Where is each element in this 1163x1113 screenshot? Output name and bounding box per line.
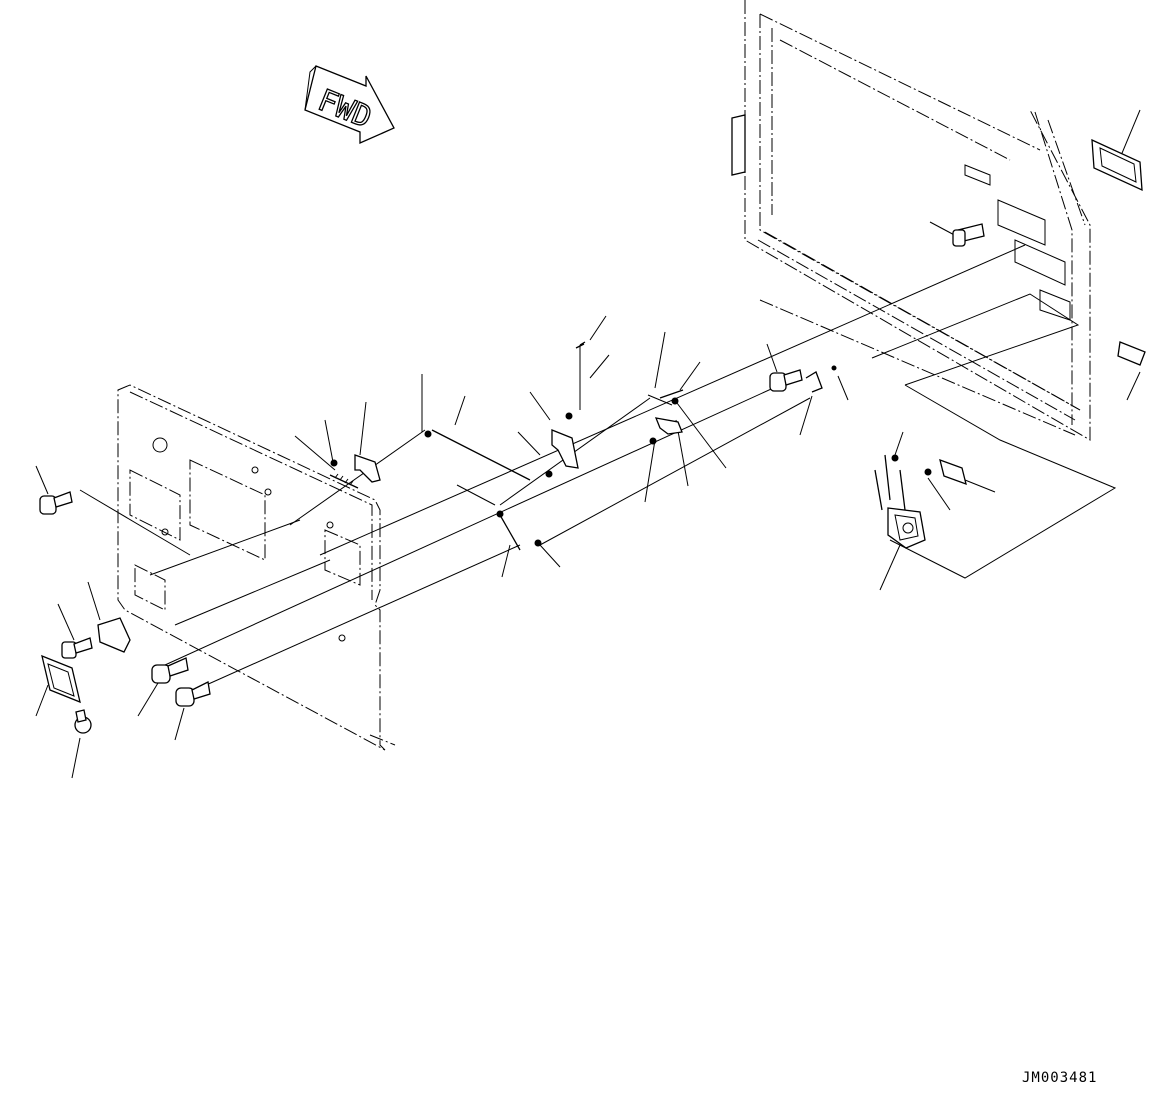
drawing-code: JM003481 bbox=[1022, 1070, 1097, 1086]
lever-plate bbox=[551, 429, 579, 469]
linkage-rods bbox=[79, 244, 1026, 691]
inside-handle bbox=[97, 617, 131, 653]
inner-door-panel bbox=[117, 384, 396, 751]
fwd-label: FWD bbox=[313, 83, 376, 136]
bolt-left-bottom bbox=[175, 681, 211, 707]
striker-bracket bbox=[939, 458, 967, 486]
fwd-arrow: FWD bbox=[304, 65, 395, 144]
bolt-right-lower bbox=[1117, 341, 1146, 366]
glass-outline bbox=[871, 293, 1117, 579]
latch-bracket-left bbox=[354, 454, 381, 483]
bolt-left-mid bbox=[61, 637, 93, 659]
door-lock-assembly bbox=[887, 507, 926, 549]
bolts bbox=[39, 223, 1146, 734]
escutcheon-left bbox=[41, 654, 81, 704]
bolt-center-right bbox=[769, 369, 803, 392]
spring-left bbox=[329, 473, 359, 489]
bolt-left-top bbox=[39, 491, 73, 515]
screw-bottom-left bbox=[74, 709, 92, 734]
small-fasteners bbox=[330, 341, 932, 547]
leader-lines bbox=[35, 109, 1141, 779]
clip-center bbox=[805, 371, 823, 393]
hardware-parts bbox=[41, 138, 1143, 704]
lever-right bbox=[654, 417, 683, 435]
bolt-top-right bbox=[952, 223, 985, 247]
bolt-left-low bbox=[151, 657, 189, 684]
escutcheon-right bbox=[1091, 138, 1143, 192]
